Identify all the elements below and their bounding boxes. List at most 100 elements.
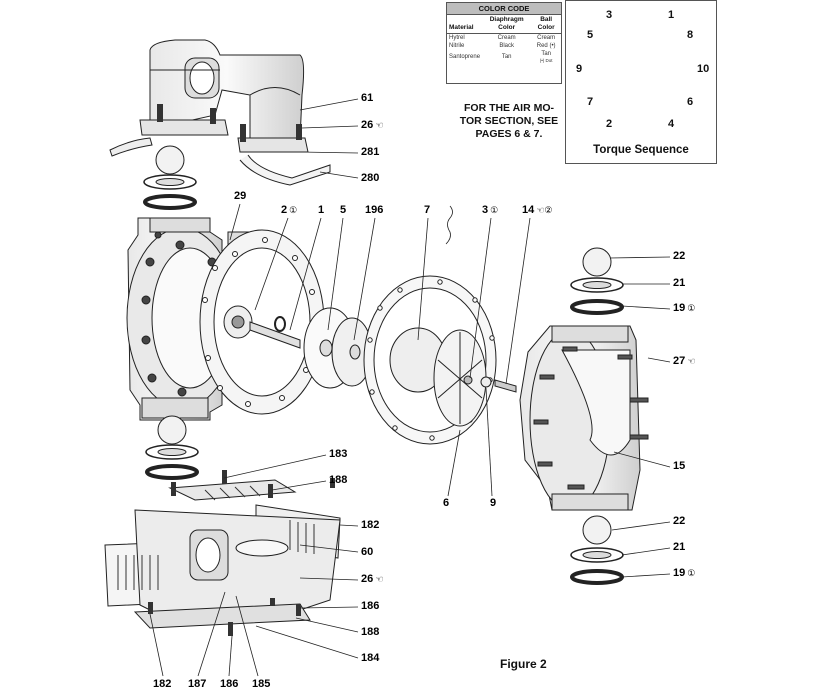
torque-number: 7: [587, 96, 594, 108]
callout-number: 60: [361, 546, 374, 558]
torque-number: 9: [576, 63, 583, 75]
callout-mark: ①: [687, 568, 696, 578]
color-code-table: COLOR CODE Material Diaphragm Color Ball…: [446, 2, 562, 84]
shaft: [249, 316, 301, 349]
break-mark: [445, 205, 453, 245]
clamp-handle: [239, 154, 331, 186]
callout-number: 19: [673, 302, 686, 314]
bottom-bolts: [148, 470, 335, 636]
top-manifold: [139, 39, 309, 153]
callout-14: 14☜②: [522, 204, 552, 216]
callout-15: 15: [673, 460, 687, 472]
callout-187: 187: [188, 678, 208, 690]
callout-number: 61: [361, 92, 374, 104]
callout-mark: ①: [289, 205, 298, 215]
callout-number: 186: [220, 678, 239, 690]
torque-sequence-title: Torque Sequence: [593, 144, 689, 156]
right-cap-bolts: [533, 346, 649, 490]
right-bottom-ball-seat: [570, 515, 624, 585]
header-ball-color: Ball Color: [531, 15, 561, 34]
ball-cell: Cream: [537, 35, 556, 41]
callout-number: 6: [443, 497, 450, 509]
bolt-nut: [480, 376, 517, 393]
callout-182: 182: [361, 519, 381, 531]
callout-number: 22: [673, 515, 686, 527]
callout-mark: ☜: [375, 574, 384, 584]
header-diaphragm-color: Diaphragm Color: [482, 15, 532, 34]
callout-188: 188: [329, 474, 349, 486]
callout-number: 186: [361, 600, 380, 612]
callout-182: 182: [153, 678, 173, 690]
callout-number: 281: [361, 146, 380, 158]
callout-22: 22: [673, 515, 687, 527]
callout-number: 14: [522, 204, 535, 216]
callout-186: 186: [361, 600, 381, 612]
header-material: Material: [447, 15, 483, 34]
callout-number: 280: [361, 172, 380, 184]
table-row: Hytrel Cream Cream: [447, 34, 561, 43]
callout-number: 19: [673, 567, 686, 579]
table-row: Nitrile Black Red (•): [447, 42, 561, 50]
callout-185: 185: [252, 678, 272, 690]
torque-number: 10: [697, 63, 710, 75]
callout-mark: ☜: [687, 356, 696, 366]
torque-number: 6: [687, 96, 694, 108]
torque-number: 3: [606, 9, 613, 21]
callout-6: 6: [443, 497, 451, 509]
callout-280: 280: [361, 172, 381, 184]
callout-number: 182: [361, 519, 380, 531]
figure-label: Figure 2: [500, 657, 547, 671]
callout-9: 9: [490, 497, 498, 509]
color-code-title: COLOR CODE: [447, 3, 561, 15]
diaphragm-cell: Cream: [497, 35, 516, 41]
callout-186: 186: [220, 678, 240, 690]
torque-number: 4: [668, 118, 675, 130]
callout-number: 26: [361, 573, 374, 585]
callout-7: 7: [424, 204, 432, 216]
callout-number: 2: [281, 204, 288, 216]
top-left-ball-seat: [143, 145, 197, 210]
diaphragms: [303, 307, 373, 389]
callout-196: 196: [365, 204, 385, 216]
callout-183: 183: [329, 448, 349, 460]
torque-number: 5: [587, 29, 594, 41]
ball-cell: Red (•): [536, 43, 556, 49]
callout-27: 27☜: [673, 355, 695, 367]
callout-184: 184: [361, 652, 381, 664]
bottom-manifold: [104, 479, 341, 629]
callout-61: 61: [361, 92, 375, 104]
ball-cell-value: Tan: [541, 51, 551, 57]
callout-number: 7: [424, 204, 431, 216]
left-flange-holes: [202, 237, 319, 407]
torque-number: 1: [668, 9, 675, 21]
table-row: Santoprene Tan Tan(•) Dot: [447, 50, 561, 63]
diaphragm-cell: Tan: [501, 53, 512, 60]
material-cell: Nitrile: [449, 43, 465, 49]
clamp-lever: [109, 137, 153, 157]
ball-cell-note: (•) Dot: [539, 58, 553, 63]
ball-cell: Tan(•) Dot: [531, 50, 561, 63]
callout-number: 185: [252, 678, 271, 690]
callout-mark: ①: [687, 303, 696, 313]
callout-5: 5: [340, 204, 348, 216]
leader-lines: [149, 98, 671, 677]
callout-26: 26☜: [361, 119, 383, 131]
callout-number: 196: [365, 204, 384, 216]
right-top-ball-seat: [570, 247, 624, 315]
diaphragm-cell: Black: [499, 43, 514, 49]
callout-188: 188: [361, 626, 381, 638]
callout-281: 281: [361, 146, 381, 158]
callout-number: 1: [318, 204, 325, 216]
callout-number: 29: [234, 190, 247, 202]
callout-number: 27: [673, 355, 686, 367]
callout-number: 5: [340, 204, 347, 216]
right-fluid-cap: [519, 325, 641, 511]
material-cell: Santoprene: [449, 53, 481, 60]
callout-number: 9: [490, 497, 497, 509]
callout-number: 22: [673, 250, 686, 262]
callout-mark: ①: [490, 205, 499, 215]
air-motor-note: FOR THE AIR MO- TOR SECTION, SEE PAGES 6…: [459, 102, 559, 140]
